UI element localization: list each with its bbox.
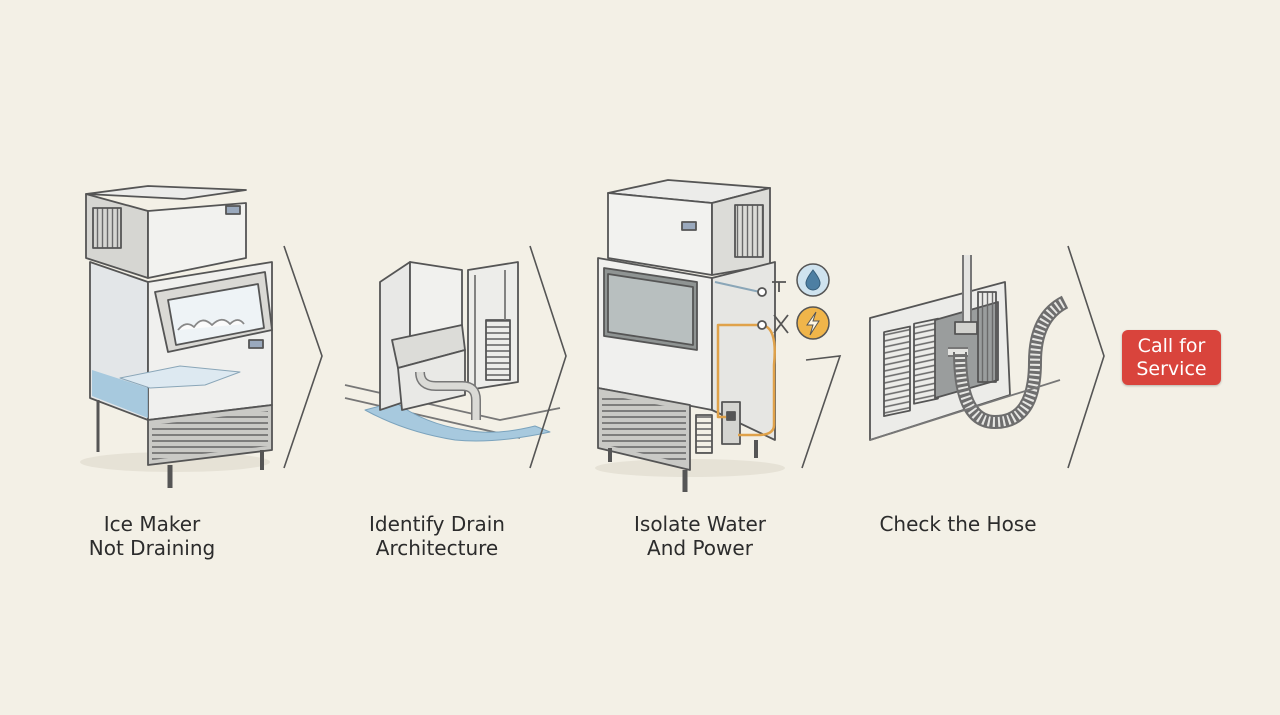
step-4-illustration	[869, 255, 1069, 441]
step-3-illustration	[595, 179, 789, 492]
lightning-bolt-icon	[796, 306, 830, 340]
chevron-right-icon	[1067, 245, 1105, 469]
step-3-caption: Isolate Water And Power	[634, 512, 766, 560]
chevron-right-icon	[283, 245, 323, 469]
call-for-service-button[interactable]: Call for Service	[1122, 330, 1221, 385]
step-1-illustration	[80, 185, 273, 488]
step-2-illustration	[344, 261, 561, 442]
chevron-right-icon	[529, 245, 567, 469]
step-4-caption: Check the Hose	[879, 512, 1037, 536]
water-drop-icon	[796, 263, 830, 297]
step-1-caption: Ice Maker Not Draining	[88, 512, 216, 560]
step-2-caption: Identify Drain Architecture	[369, 512, 505, 560]
chevron-right-icon	[801, 355, 842, 469]
